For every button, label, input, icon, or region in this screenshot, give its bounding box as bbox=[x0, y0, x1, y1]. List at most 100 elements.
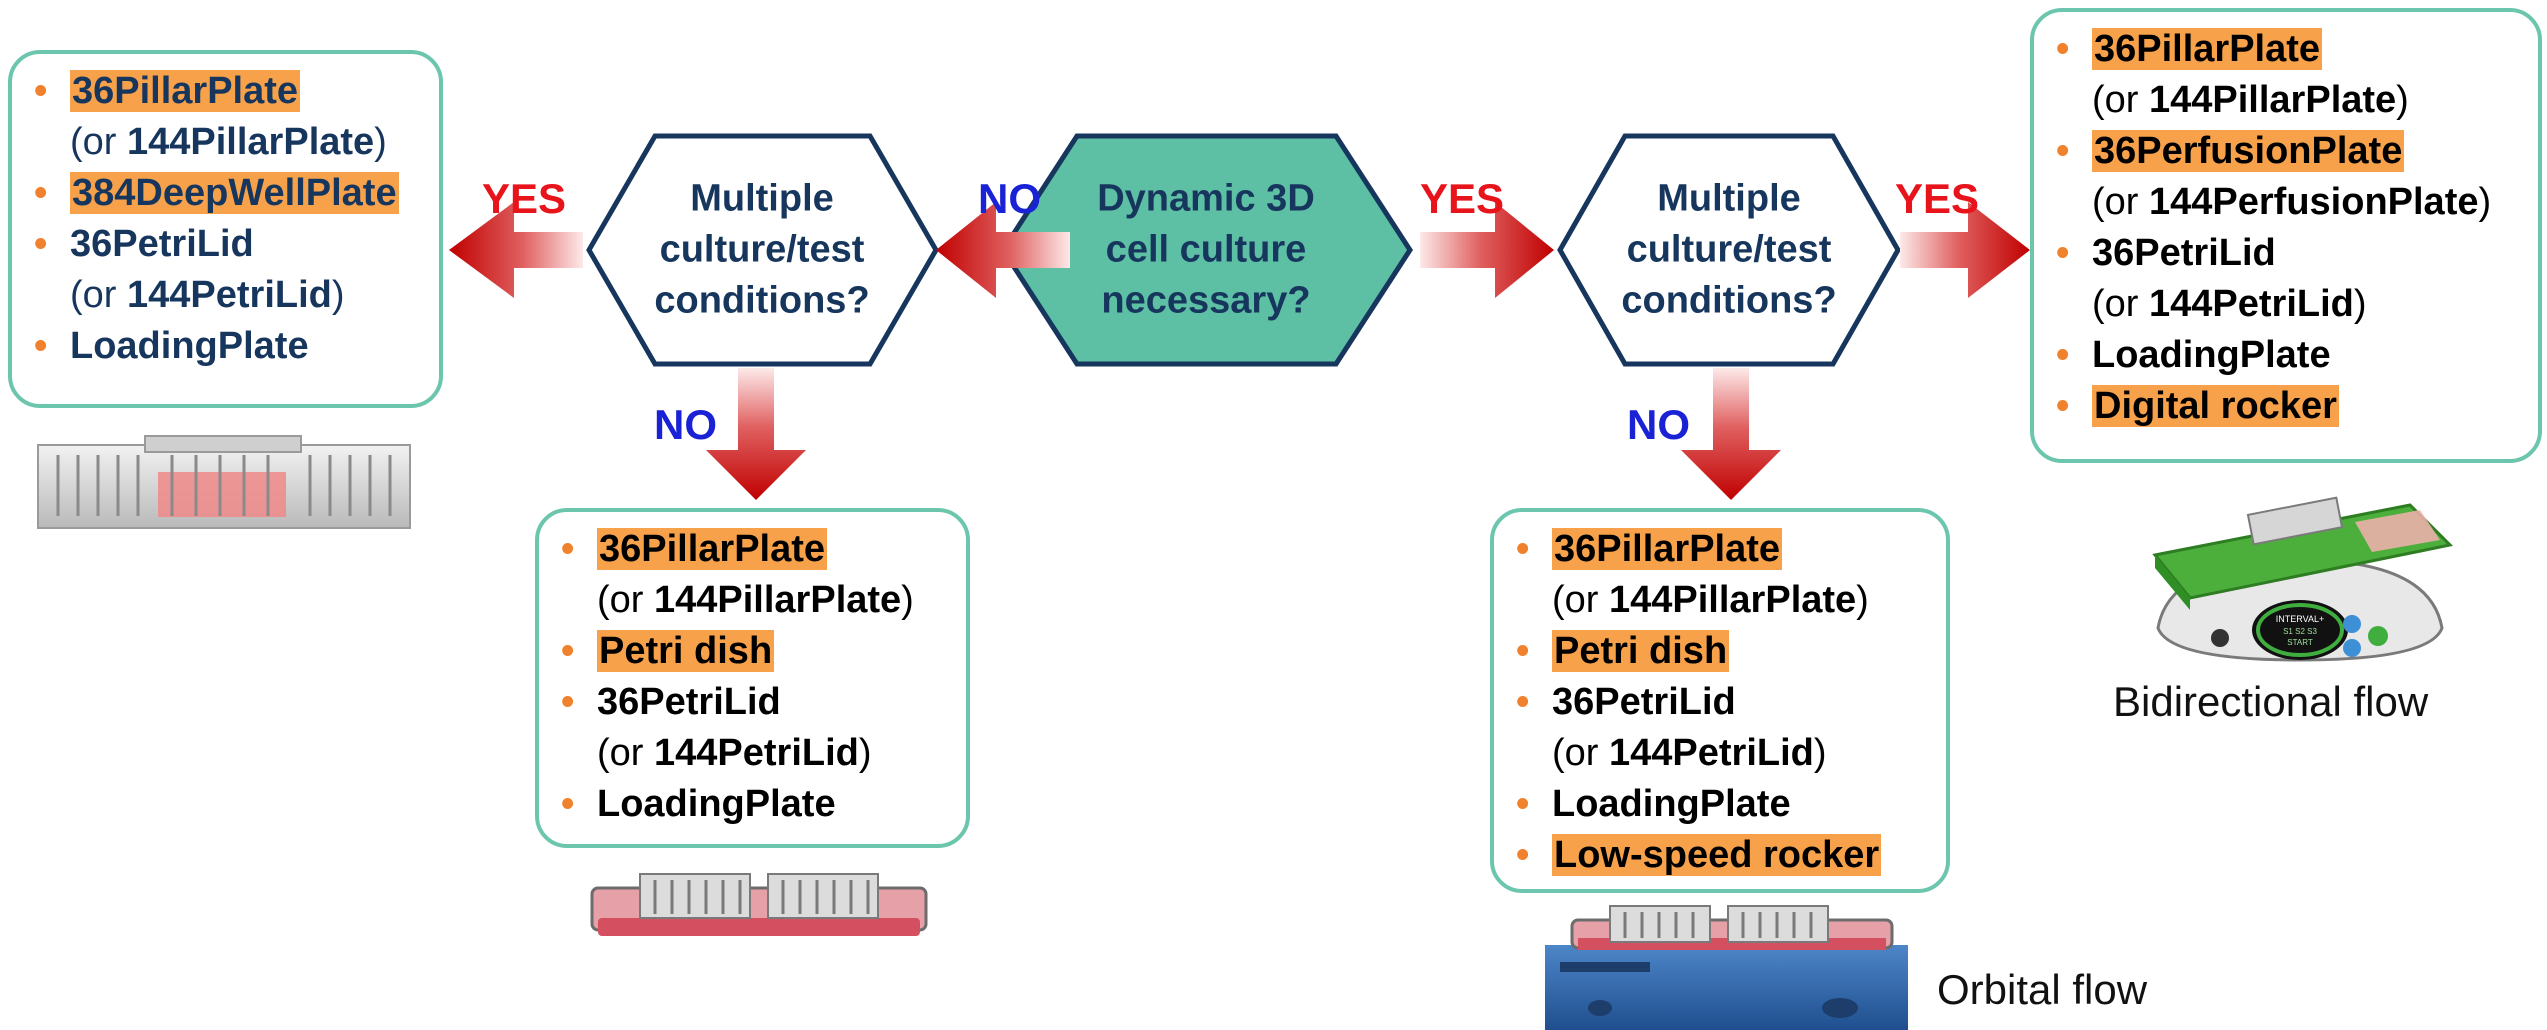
item-label: LoadingPlate bbox=[1552, 783, 1791, 825]
highlighted-item-label: 36PillarPlate bbox=[2092, 28, 2323, 70]
alternative-product: 144PetriLid bbox=[1609, 732, 1814, 774]
decision-center-text: Dynamic 3D cell culture necessary? bbox=[1097, 174, 1315, 327]
equipment-item: •36PillarPlate(or 144PillarPlate) bbox=[34, 66, 421, 168]
arrow-right-to-farright bbox=[1900, 202, 2030, 298]
equipment-item: • LoadingPlate bbox=[34, 321, 421, 372]
rocker-display-line-3: START bbox=[2287, 638, 2313, 647]
decision-center-line-2: cell culture bbox=[1105, 228, 1307, 271]
equipment-item: • 36PetriLid (or 144PetriLid) bbox=[561, 677, 948, 779]
label-center-no: NO bbox=[978, 175, 1041, 222]
bullet-icon: • bbox=[2056, 28, 2070, 70]
decision-left-line-3: conditions? bbox=[654, 279, 870, 322]
equipment-item: •Low-speed rocker bbox=[1516, 830, 1928, 881]
alternative-note: (or 144PetriLid) bbox=[597, 728, 948, 779]
alternative-note: (or 144PillarPlate) bbox=[2092, 75, 2520, 126]
alternative-note: (or 144PetriLid) bbox=[1552, 728, 1928, 779]
highlighted-item-label: 36PerfusionPlate bbox=[2092, 130, 2405, 172]
bullet-icon: • bbox=[34, 172, 48, 214]
item-label: 36PetriLid bbox=[70, 223, 254, 265]
digital-rocker-illustration: INTERVAL+ S1 S2 S3 START bbox=[2152, 496, 2454, 662]
bullet-icon: • bbox=[2056, 385, 2070, 427]
equipment-list: •36PillarPlate(or 144PillarPlate)•384Dee… bbox=[34, 66, 421, 372]
alternative-product: 144PetriLid bbox=[654, 732, 859, 774]
bullet-icon: • bbox=[561, 783, 575, 825]
bullet-icon: • bbox=[1516, 528, 1530, 570]
label-left-no: NO bbox=[654, 401, 717, 448]
alternative-prefix: (or bbox=[2092, 181, 2149, 223]
alternative-suffix: ) bbox=[858, 732, 872, 774]
item-label: 36PetriLid bbox=[1552, 681, 1736, 723]
rocker-display-line-1: INTERVAL+ bbox=[2276, 614, 2324, 624]
alternative-product: 144PetriLid bbox=[2149, 283, 2354, 325]
bullet-icon: • bbox=[2056, 232, 2070, 274]
decision-right-text: Multiple culture/test conditions? bbox=[1621, 174, 1836, 327]
alternative-product: 144PillarPlate bbox=[1609, 579, 1857, 621]
equipment-item: • LoadingPlate bbox=[1516, 779, 1928, 830]
item-label: 36PetriLid bbox=[597, 681, 781, 723]
highlighted-item-label: 36PillarPlate bbox=[597, 528, 828, 570]
alternative-note: (or 144PillarPlate) bbox=[1552, 575, 1928, 626]
decision-right-line-2: culture/test bbox=[1626, 228, 1832, 271]
alternative-note: (or 144PetriLid) bbox=[2092, 279, 2520, 330]
box-orbital-equipment: •36PillarPlate(or 144PillarPlate)•Petri … bbox=[1490, 508, 1950, 893]
equipment-item: • Digital rocker bbox=[2056, 381, 2520, 432]
box-bidirectional-equipment: • 36PillarPlate (or 144PillarPlate) • 36Perf… bbox=[2030, 8, 2542, 463]
alternative-suffix: ) bbox=[901, 579, 914, 621]
box-far-left-equipment: •36PillarPlate(or 144PillarPlate)•384Dee… bbox=[8, 50, 443, 408]
item-label: LoadingPlate bbox=[70, 325, 309, 367]
label-center-yes: YES bbox=[1420, 175, 1505, 222]
alternative-product: 144PetriLid bbox=[127, 274, 332, 316]
petri-dish-illustration bbox=[590, 873, 928, 936]
bullet-icon: • bbox=[34, 325, 48, 367]
alternative-prefix: (or bbox=[1552, 579, 1609, 621]
alternative-prefix: (or bbox=[597, 732, 654, 774]
item-label: LoadingPlate bbox=[597, 783, 836, 825]
bullet-icon: • bbox=[1516, 681, 1530, 723]
bullet-icon: • bbox=[1516, 783, 1530, 825]
item-label: LoadingPlate bbox=[2092, 334, 2331, 376]
equipment-item: • 36PillarPlate (or 144PillarPlate) bbox=[561, 524, 948, 626]
decision-center-line-1: Dynamic 3D bbox=[1097, 177, 1315, 220]
highlighted-item-label: 36PillarPlate bbox=[70, 70, 301, 112]
equipment-list: •36PillarPlate(or 144PillarPlate)•Petri … bbox=[1516, 524, 1928, 881]
alternative-prefix: (or bbox=[597, 579, 654, 621]
alternative-suffix: ) bbox=[2478, 181, 2492, 223]
arrow-left-down bbox=[706, 368, 806, 500]
box-static-equipment: •36PillarPlate(or 144PillarPlate)•Petri … bbox=[535, 508, 970, 848]
alternative-suffix: ) bbox=[1813, 732, 1827, 774]
alternative-note: (or 144PillarPlate) bbox=[597, 575, 948, 626]
bullet-icon: • bbox=[561, 528, 575, 570]
bullet-icon: • bbox=[1516, 834, 1530, 876]
arrow-center-to-left bbox=[936, 202, 1070, 298]
equipment-list: • 36PillarPlate (or 144PillarPlate) • 36Perf… bbox=[2056, 24, 2520, 432]
decision-right-line-1: Multiple bbox=[1657, 177, 1801, 220]
arrow-right-down bbox=[1681, 368, 1781, 500]
item-label: 36PetriLid bbox=[2092, 232, 2276, 274]
bullet-icon: • bbox=[34, 223, 48, 265]
alternative-suffix: ) bbox=[2353, 283, 2367, 325]
decision-left-text: Multiple culture/test conditions? bbox=[654, 174, 869, 327]
equipment-item: •Petri dish bbox=[561, 626, 948, 677]
deepwell-plate-illustration bbox=[37, 435, 411, 529]
highlighted-item-label: Digital rocker bbox=[2092, 385, 2339, 427]
equipment-item: • LoadingPlate bbox=[2056, 330, 2520, 381]
decision-center-line-3: necessary? bbox=[1101, 279, 1311, 322]
alternative-prefix: (or bbox=[1552, 732, 1609, 774]
bullet-icon: • bbox=[2056, 130, 2070, 172]
label-right-yes: YES bbox=[1895, 175, 1980, 222]
alternative-suffix: ) bbox=[374, 121, 387, 163]
alternative-prefix: (or bbox=[2092, 283, 2149, 325]
alternative-product: 144PillarPlate bbox=[2149, 79, 2397, 121]
equipment-item: • 36PillarPlate (or 144PillarPlate) bbox=[2056, 24, 2520, 126]
decision-hexagon-left bbox=[586, 133, 939, 367]
alternative-prefix: (or bbox=[2092, 79, 2149, 121]
bullet-icon: • bbox=[561, 630, 575, 672]
equipment-item: •384DeepWellPlate bbox=[34, 168, 421, 219]
alternative-product: 144PillarPlate bbox=[654, 579, 902, 621]
bullet-icon: • bbox=[561, 681, 575, 723]
decision-left-line-2: culture/test bbox=[659, 228, 865, 271]
orbital-shaker-illustration bbox=[1545, 905, 1908, 1030]
bullet-icon: • bbox=[34, 70, 48, 112]
bullet-icon: • bbox=[2056, 334, 2070, 376]
